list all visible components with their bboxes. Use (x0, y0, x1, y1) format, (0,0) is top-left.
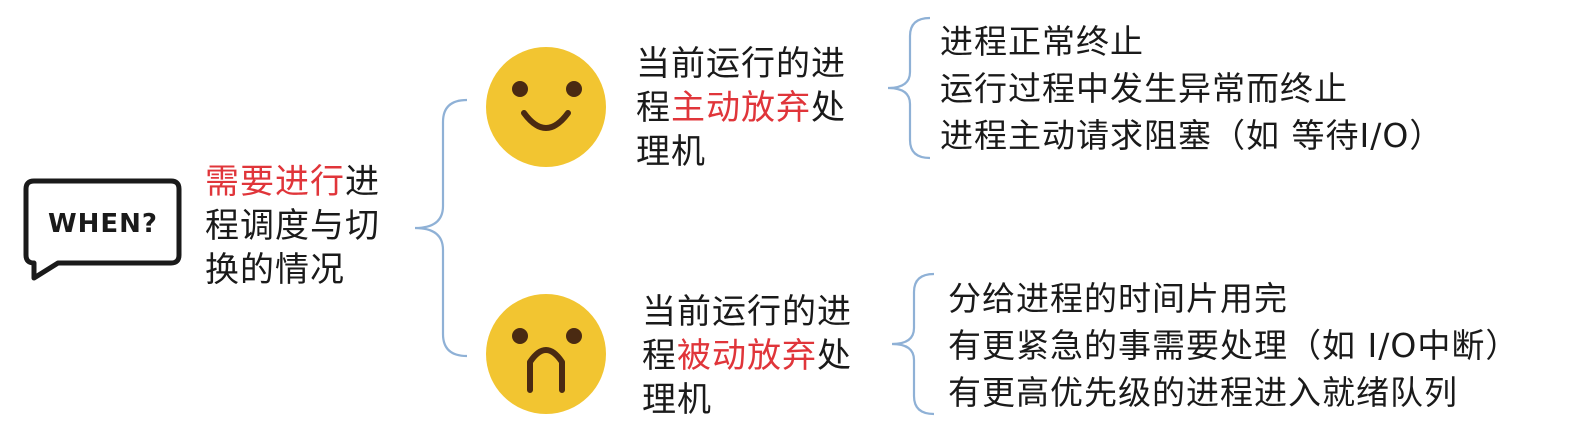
branch-2-line-2: 程被动放弃处 (642, 334, 902, 378)
branch-1-highlight: 主动放弃 (671, 88, 811, 128)
branch-2-highlight: 被动放弃 (677, 336, 817, 376)
root-line-2: 程调度与切 (205, 206, 380, 246)
branch-1-items: 进程正常终止 运行过程中发生异常而终止 进程主动请求阻塞（如 等待I/O） (940, 18, 1443, 159)
root-line-3: 换的情况 (205, 250, 345, 290)
branch-2-line-2-post: 处 (817, 336, 852, 376)
branch-2-brace (891, 272, 935, 416)
smiling-face-icon (486, 47, 606, 167)
list-item: 分给进程的时间片用完 (948, 279, 1288, 318)
when-speech-bubble-icon: WHEN? (23, 178, 182, 281)
branch-1-line-2-post: 处 (811, 88, 846, 128)
list-item: 有更紧急的事需要处理（如 I/O中断） (948, 326, 1520, 365)
list-item: 进程正常终止 (940, 22, 1144, 61)
branch-1-label: 当前运行的进 程主动放弃处 理机 (636, 42, 896, 174)
badge-label: WHEN? (48, 209, 158, 239)
branch-2-line-2-pre: 程 (642, 336, 677, 376)
root-highlight: 需要进行 (205, 162, 345, 202)
root-node: 需要进行进 程调度与切 换的情况 (205, 160, 405, 292)
branch-1-line-1: 当前运行的进 (636, 44, 846, 84)
list-item: 运行过程中发生异常而终止 (940, 69, 1348, 108)
branch-1-line-2-pre: 程 (636, 88, 671, 128)
branch-1-brace (887, 16, 931, 160)
frowning-face-icon (486, 294, 606, 414)
branch-2-line-3: 理机 (642, 380, 712, 420)
branch-1-line-3: 理机 (636, 132, 706, 172)
root-line-1: 需要进行进 (205, 160, 405, 204)
branch-1-line-2: 程主动放弃处 (636, 86, 896, 130)
branch-2-line-1: 当前运行的进 (642, 292, 852, 332)
list-item: 有更高优先级的进程进入就绪队列 (948, 373, 1458, 412)
root-line-1-rest: 进 (345, 162, 380, 202)
branch-2-items: 分给进程的时间片用完 有更紧急的事需要处理（如 I/O中断） 有更高优先级的进程… (948, 275, 1519, 416)
list-item: 进程主动请求阻塞（如 等待I/O） (940, 116, 1444, 155)
branch-2-label: 当前运行的进 程被动放弃处 理机 (642, 290, 902, 422)
main-brace (414, 98, 468, 358)
